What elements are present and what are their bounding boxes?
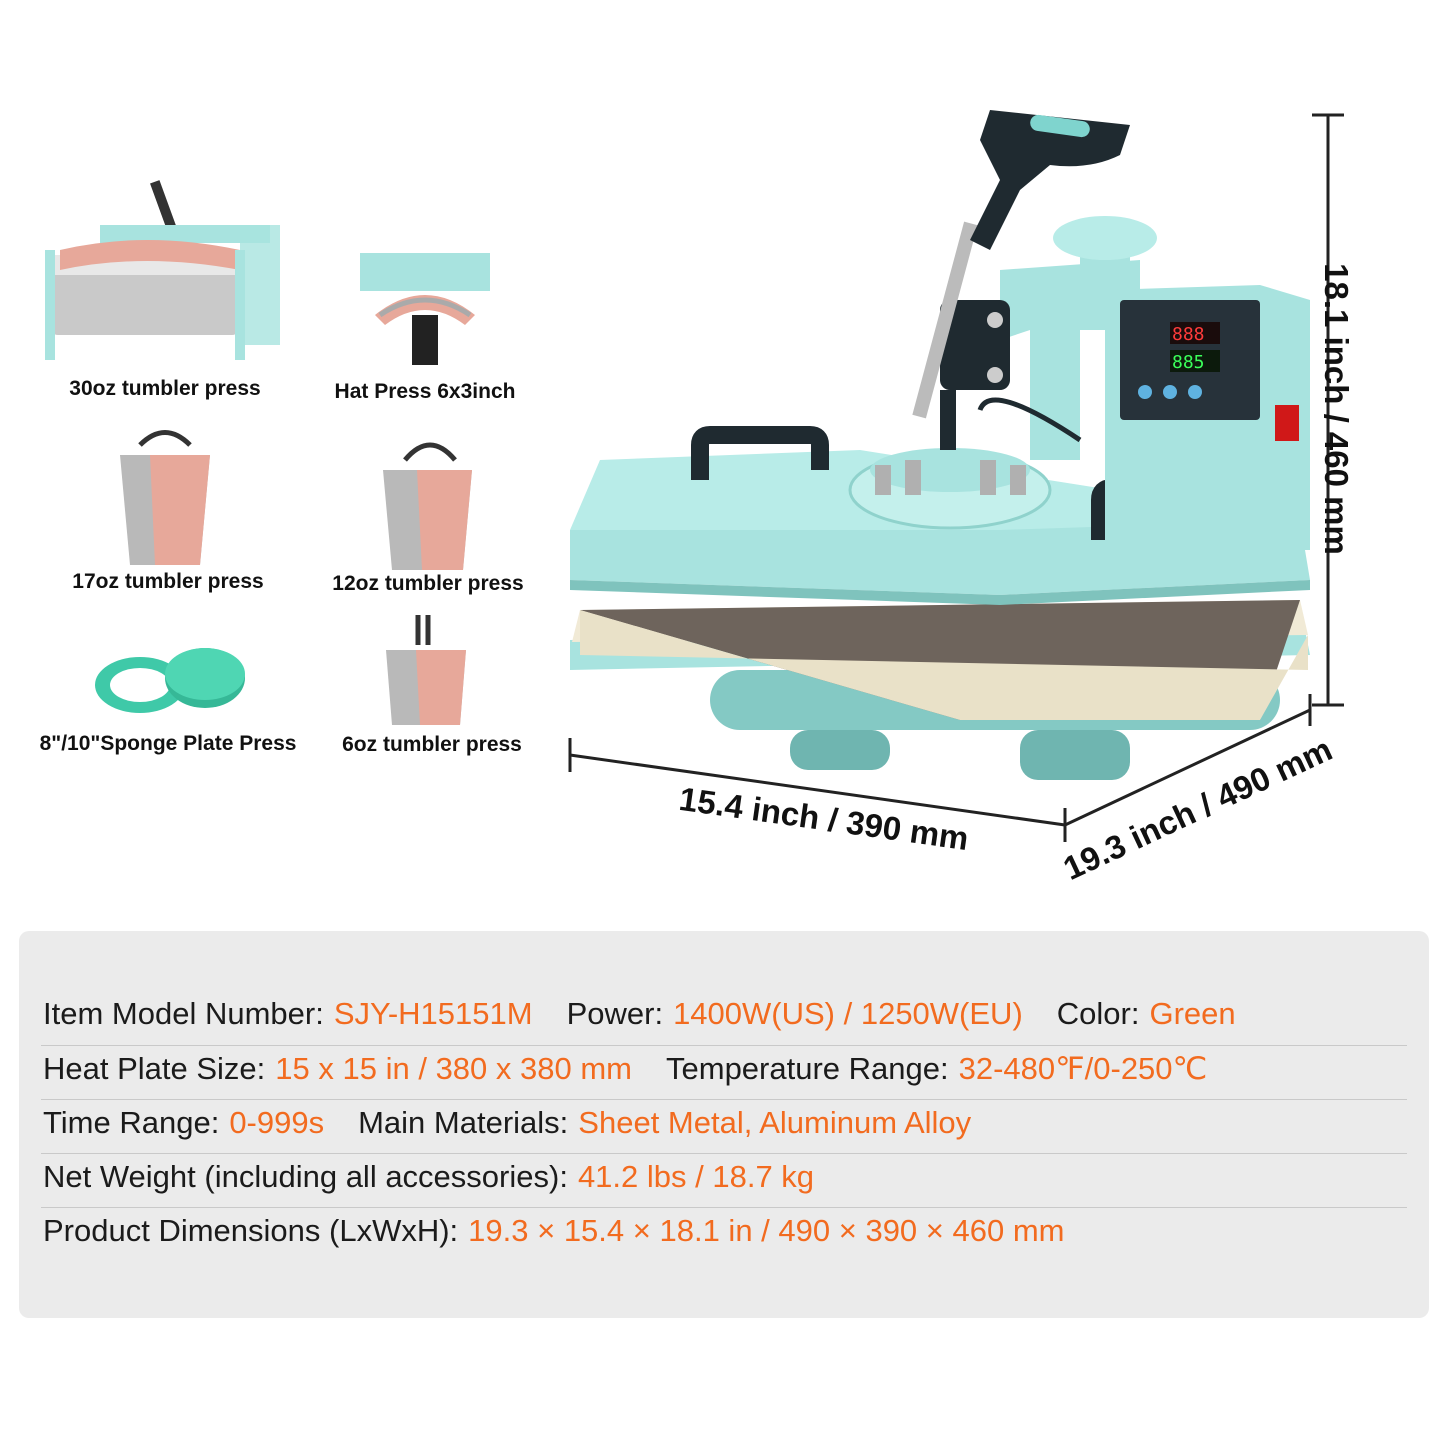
power-label: Power: xyxy=(566,996,664,1031)
divider xyxy=(41,1045,1407,1046)
specs-row-5: Product Dimensions (LxWxH): 19.3 × 15.4 ×… xyxy=(43,1213,1098,1249)
accessory-label-12oz: 12oz tumbler press xyxy=(332,572,524,595)
time-readout: 885 xyxy=(1172,352,1205,373)
accessory-label-hat: Hat Press 6x3inch xyxy=(334,380,516,403)
materials-value: Sheet Metal, Aluminum Alloy xyxy=(578,1105,972,1140)
materials-label: Main Materials: xyxy=(358,1105,569,1140)
hat-press-image xyxy=(360,253,490,365)
12oz-tumbler-press-image xyxy=(383,442,472,570)
17oz-tumbler-press-image xyxy=(120,430,210,565)
model-label: Item Model Number: xyxy=(43,996,324,1031)
temp-readout: 888 xyxy=(1172,324,1205,345)
time-label: Time Range: xyxy=(43,1105,220,1140)
temp-value: 32-480℉/0-250℃ xyxy=(958,1051,1208,1086)
time-value: 0-999s xyxy=(229,1105,325,1140)
6oz-tumbler-press-image xyxy=(386,615,466,725)
accessory-label-30oz: 30oz tumbler press xyxy=(69,377,261,400)
power-value: 1400W(US) / 1250W(EU) xyxy=(673,996,1023,1031)
accessory-label-17oz: 17oz tumbler press xyxy=(72,570,264,593)
plate-value: 15 x 15 in / 380 x 380 mm xyxy=(275,1051,632,1086)
specs-row-4: Net Weight (including all accessories): 4… xyxy=(43,1159,848,1195)
accessory-label-6oz: 6oz tumbler press xyxy=(342,733,522,756)
weight-value: 41.2 lbs / 18.7 kg xyxy=(577,1159,815,1194)
model-value: SJY-H15151M xyxy=(333,996,533,1031)
specs-row-2: Heat Plate Size: 15 x 15 in / 380 x 380 m… xyxy=(43,1051,1241,1087)
heat-press-machine-image: 888 885 xyxy=(570,110,1310,780)
height-dimension-label: 18.1 inch / 460 mm xyxy=(1317,263,1355,555)
specs-panel: Item Model Number: SJY-H15151M Power: 1400W… xyxy=(19,931,1429,1318)
divider xyxy=(41,1153,1407,1154)
sponge-plate-press-image xyxy=(95,648,245,713)
30oz-tumbler-press-image xyxy=(45,180,280,360)
dims-label: Product Dimensions (LxWxH): xyxy=(43,1213,459,1248)
dimension-lines xyxy=(568,113,1344,842)
divider xyxy=(41,1099,1407,1100)
weight-label: Net Weight (including all accessories): xyxy=(43,1159,568,1194)
plate-label: Heat Plate Size: xyxy=(43,1051,266,1086)
accessory-label-sponge: 8"/10"Sponge Plate Press xyxy=(39,732,297,755)
color-label: Color: xyxy=(1056,996,1140,1031)
color-value: Green xyxy=(1149,996,1236,1031)
dims-value: 19.3 × 15.4 × 18.1 in / 490 × 390 × 460 … xyxy=(468,1213,1065,1248)
divider xyxy=(41,1207,1407,1208)
temp-label: Temperature Range: xyxy=(666,1051,949,1086)
specs-row-1: Item Model Number: SJY-H15151M Power: 1400W… xyxy=(43,996,1270,1032)
specs-row-3: Time Range: 0-999s Main Materials: Sheet Me… xyxy=(43,1105,1005,1141)
